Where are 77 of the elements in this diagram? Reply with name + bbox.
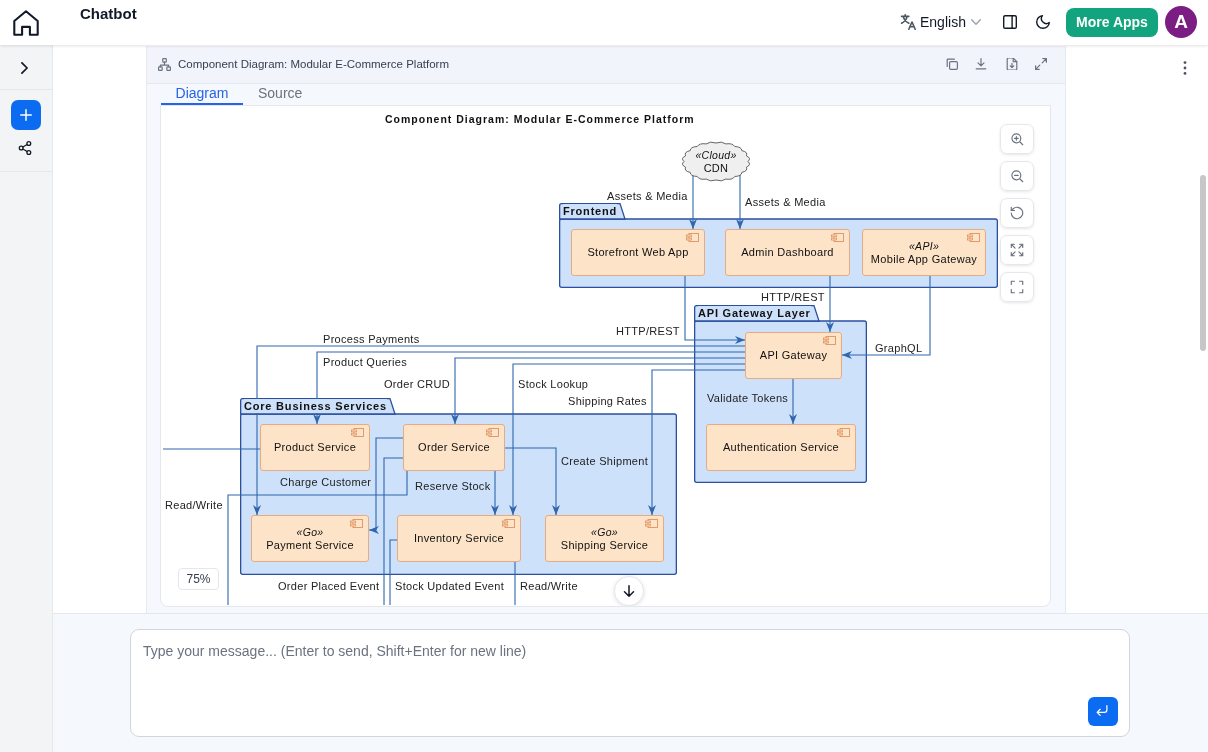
connector-line xyxy=(514,561,516,606)
source-label: Source xyxy=(258,84,303,102)
component-name: Product Service xyxy=(273,441,357,454)
edge-label: Validate Tokens xyxy=(706,392,790,404)
arrow xyxy=(689,173,697,230)
component-box xyxy=(403,424,505,471)
node-name: CDN xyxy=(703,161,729,175)
component-box xyxy=(571,229,705,276)
component-box xyxy=(706,424,856,471)
component-name: Authentication Service xyxy=(722,441,840,454)
arrow xyxy=(789,378,797,425)
component-name: Inventory Service xyxy=(413,532,505,545)
edge-label: Shipping Rates xyxy=(567,395,648,407)
arrow xyxy=(648,369,746,516)
component-name: Payment Service xyxy=(266,538,354,552)
package-frame xyxy=(694,305,867,483)
edge-label: Stock Updated Event xyxy=(394,580,506,592)
diagram-title: Component Diagram: Modular E-Commerce Platform xyxy=(385,113,695,126)
arrow xyxy=(313,351,746,425)
stereotype-label: «Cloud» xyxy=(695,148,737,162)
component-name: Shipping Service xyxy=(560,538,649,552)
component-name: Order Service xyxy=(418,441,490,454)
package-title: Frontend xyxy=(563,204,618,218)
more-apps-button: More Apps xyxy=(1066,8,1158,37)
arrow xyxy=(504,447,560,516)
connector-line xyxy=(389,539,398,606)
component-box xyxy=(862,229,986,276)
connector-line xyxy=(227,470,408,606)
component-box xyxy=(260,424,370,471)
component-name: Mobile App Gateway xyxy=(870,252,978,266)
app-title: Chatbot xyxy=(80,4,137,24)
connector-line xyxy=(162,448,261,450)
edge-label: Create Shipment xyxy=(560,455,650,467)
component-name: Storefront Web App xyxy=(587,246,689,259)
arrow xyxy=(368,437,404,534)
stereotype-label: «API» xyxy=(908,239,940,253)
connector-line xyxy=(383,457,404,606)
arrow xyxy=(253,345,746,516)
edge-label: Process Payments xyxy=(322,333,421,345)
panel-title: Component Diagram: Modular E-Commerce Platform xyxy=(178,57,449,72)
package-title: Core Business Services xyxy=(244,399,387,413)
component-name: Admin Dashboard xyxy=(741,246,834,259)
arrow xyxy=(736,173,744,230)
component-box xyxy=(545,515,664,562)
arrow xyxy=(509,363,746,516)
edge-label: Reserve Stock xyxy=(414,480,492,492)
edge-label: Product Queries xyxy=(322,356,408,368)
stereotype-label: «Go» xyxy=(296,525,324,539)
edge-label: Order CRUD xyxy=(383,378,451,390)
component-box xyxy=(745,332,842,379)
edge-label: GraphQL xyxy=(874,342,924,354)
user-avatar: A xyxy=(1165,6,1197,38)
message-input: Type your message... (Enter to send, Shift+Enter for new line) xyxy=(130,629,1130,737)
stereotype-label: «Go» xyxy=(591,525,618,539)
edge-label: HTTP/REST xyxy=(615,325,681,337)
language-selector: English xyxy=(920,13,966,31)
package-title: API Gateway Layer xyxy=(698,306,811,320)
edge-label: Assets & Media xyxy=(606,190,689,202)
arrow xyxy=(684,275,746,344)
arrow xyxy=(826,275,834,333)
package-frame xyxy=(240,398,677,575)
arrow xyxy=(491,470,499,516)
arrow xyxy=(841,275,931,359)
edge-label: Assets & Media xyxy=(744,196,827,208)
zoom-level-indicator: 75% xyxy=(178,568,219,590)
component-box xyxy=(725,229,850,276)
cloud-shape xyxy=(680,139,752,184)
edge-label: Read/Write xyxy=(519,580,579,592)
arrow xyxy=(451,357,746,425)
edge-label: HTTP/REST xyxy=(760,291,826,303)
edge-label: Order Placed Event xyxy=(277,580,381,592)
component-box xyxy=(397,515,521,562)
edge-label: Read/Write xyxy=(164,499,224,511)
component-box xyxy=(251,515,369,562)
edge-label: Charge Customer xyxy=(279,476,373,488)
edge-label: Stock Lookup xyxy=(517,378,590,390)
component-name: API Gateway xyxy=(759,349,828,362)
